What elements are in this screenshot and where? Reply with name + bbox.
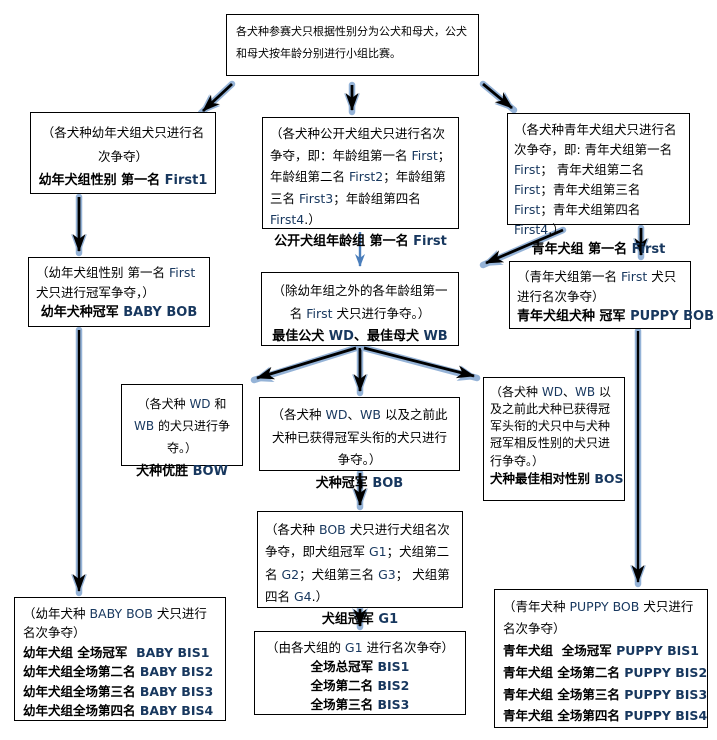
puppy-bis-rank-3: 青年犬组 全场第三名 PUPPY BIS3 [503,686,708,702]
bos-note: （各犬种 WD、WB 以及之前此犬种已获得冠军头衔的犬只中与犬种冠军相反性别的犬… [490,385,611,468]
box-best-opposite-sex: （各犬种 WD、WB 以及之前此犬种已获得冠军头衔的犬只中与犬种冠军相反性别的犬… [483,377,625,501]
baby-first-note: （各犬种幼年犬组犬只进行名次争夺） [41,125,205,164]
baby-first-title: 幼年犬组性别 第一名 First1 [38,172,208,188]
bis-rank-3: 全场第三名 BIS3 [310,697,410,712]
bob-title: 犬种冠军 BOB [315,475,404,491]
bob-note: （各犬种 WD、WB 以及之前此犬种已获得冠军头衔的犬只进行争夺。） [271,407,448,467]
box-baby-best-in-show: （幼年犬种 BABY BOB 犬只进行名次争夺） 幼年犬组 全场冠军 BABY … [14,597,226,721]
g1-note: （各犬种 BOB 犬只进行犬组名次争夺，即犬组冠军 G1；犬组第二名 G2；犬组… [265,522,450,604]
arrow-intro-to-baby-first [197,80,236,117]
wd-wb-note: （除幼年组之外的各年龄组第一名 First 犬只进行争夺。） [272,283,448,321]
puppy-bis-rank-2: 青年犬组 全场第二名 PUPPY BIS2 [503,664,708,680]
baby-bis-rank-4: 幼年犬组全场第四名 BABY BIS4 [23,702,214,718]
puppy-first-title: 青年犬组 第一名 First [531,242,666,257]
puppy-bis-rank-4: 青年犬组 全场第四名 PUPPY BIS4 [503,708,708,724]
baby-bis-rank-3: 幼年犬组全场第三名 BABY BIS3 [23,683,214,699]
box-open-group-first: （各犬种公开犬组犬只进行名次争夺，即：年龄组第一名 First；年龄组第二名 F… [262,117,459,249]
bis-note: （由各犬组的 G1 进行名次争夺） [265,640,455,655]
bis-rank-1: 全场总冠军 BIS1 [310,659,410,674]
box-baby-bob: （幼年犬组性别 第一名 First 犬只进行冠军争夺，） 幼年犬种冠军 BABY… [28,257,210,327]
wd-wb-title: 最佳公犬 WD、最佳母犬 WB [272,329,448,344]
arrow-intro-to-puppy-first [479,80,518,114]
baby-bis-note: （幼年犬种 BABY BOB 犬只进行名次争夺） [23,606,207,641]
baby-bis-rank-2: 幼年犬组全场第二名 BABY BIS2 [23,664,214,680]
puppy-first-note: （各犬种青年犬组犬只进行名次争夺，即: 青年犬组第一名 First； 青年犬组第… [514,122,677,237]
arrow-wdwb-to-bow [250,344,360,384]
bow-note: （各犬种 WD 和 WB 的犬只进行争夺。） [134,397,230,456]
open-first-title: 公开犬组年龄组 第一名 First [274,233,447,249]
baby-bis-rank-1: 幼年犬组 全场冠军 BABY BIS1 [23,644,210,660]
box-best-in-show: （由各犬组的 G1 进行名次争夺） 全场总冠军 BIS1 全场第二名 BIS2 … [254,631,466,715]
box-puppy-best-in-show: （青年犬种 PUPPY BOB 犬只进行名次争夺） 青年犬组 全场冠军 PUPP… [494,589,708,728]
puppy-bis-note: （青年犬种 PUPPY BOB 犬只进行名次争夺） [503,599,694,636]
puppy-bob-note: （青年犬组第一名 First 犬只进行名次争夺） [517,269,677,304]
bow-title: 犬种优胜 BOW [136,463,228,479]
arrow-wdwb-to-bos [360,344,481,382]
baby-bob-title: 幼年犬种冠军 BABY BOB [40,305,198,320]
box-baby-group-first: （各犬种幼年犬组犬只进行名次争夺） 幼年犬组性别 第一名 First1 [30,112,216,194]
puppy-bob-title: 青年犬组犬种 冠军 PUPPY BOB [517,309,715,324]
box-intro-rule: 各犬种参赛犬只根据性别分为公犬和母犬，公犬和母犬按年龄分别进行小组比赛。 [226,14,479,76]
bis-rank-2: 全场第二名 BIS2 [310,678,410,693]
box-winners-dog-bitch: （除幼年组之外的各年龄组第一名 First 犬只进行争夺。） 最佳公犬 WD、最… [261,272,459,346]
open-first-note: （各犬种公开犬组犬只进行名次争夺，即：年龄组第一名 First；年龄组第二名 F… [270,126,451,227]
box-best-of-winners: （各犬种 WD 和 WB 的犬只进行争夺。） 犬种优胜 BOW [121,384,243,479]
g1-title: 犬组冠军 G1 [321,612,399,627]
puppy-bis-rank-1: 青年犬组 全场冠军 PUPPY BIS1 [503,642,699,658]
intro-text: 各犬种参赛犬只根据性别分为公犬和母犬，公犬和母犬按年龄分别进行小组比赛。 [236,25,467,60]
baby-bob-note: （幼年犬组性别 第一名 First 犬只进行冠军争夺，） [36,265,196,300]
box-group-first-g1: （各犬种 BOB 犬只进行犬组名次争夺，即犬组冠军 G1；犬组第二名 G2；犬组… [257,511,463,627]
box-puppy-group-first: （各犬种青年犬组犬只进行名次争夺，即: 青年犬组第一名 First； 青年犬组第… [507,113,690,257]
box-best-of-breed: （各犬种 WD、WB 以及之前此犬种已获得冠军头衔的犬只进行争夺。） 犬种冠军 … [259,397,460,491]
box-puppy-bob: （青年犬组第一名 First 犬只进行名次争夺） 青年犬组犬种 冠军 PUPPY… [509,261,715,329]
bos-title: 犬种最佳相对性别 BOS [490,470,624,486]
